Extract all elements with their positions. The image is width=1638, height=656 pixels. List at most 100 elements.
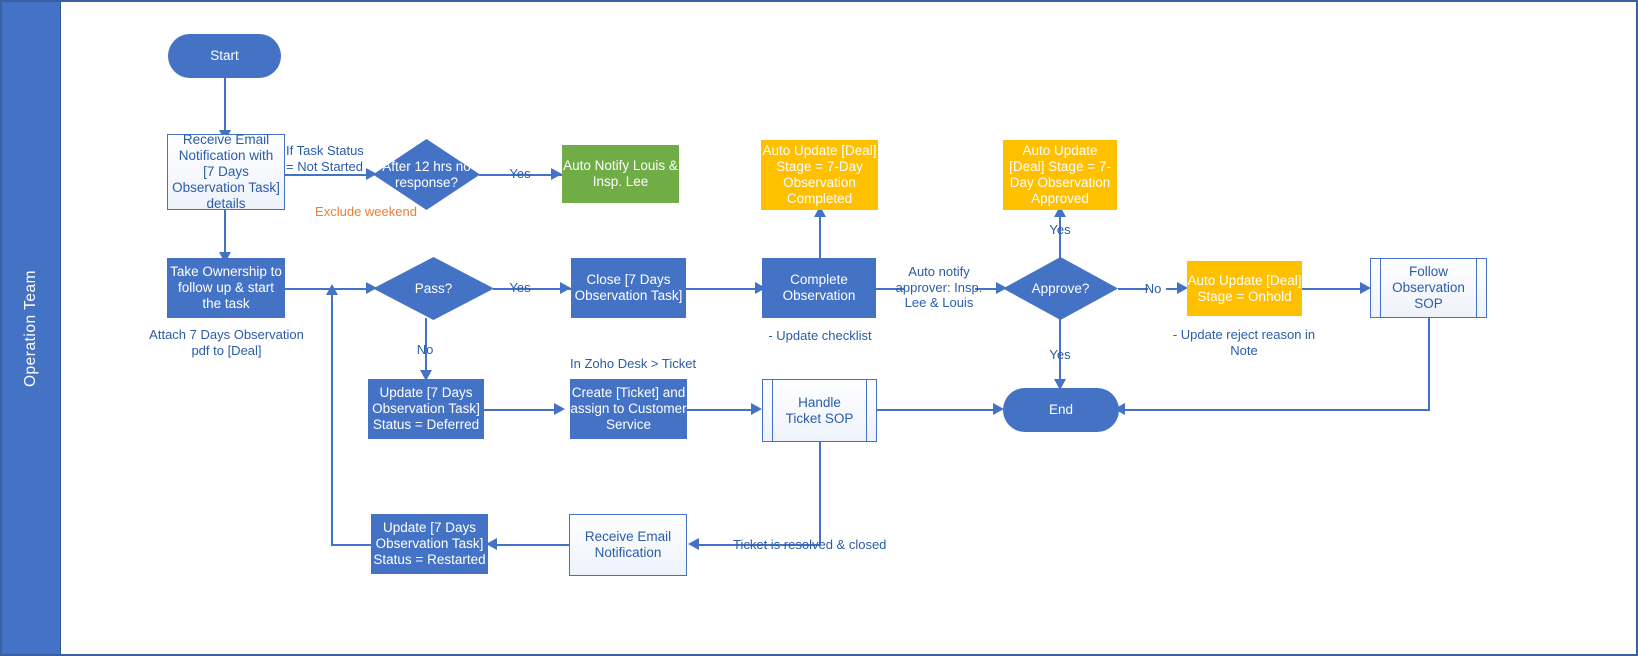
node-receive-email-task-label: Receive Email Notification with [7 Days …	[172, 132, 280, 211]
connector-receive-to-12hrs	[284, 174, 373, 176]
node-take-ownership-label: Take Ownership to follow up & start the …	[170, 264, 282, 311]
node-handle-ticket-sop-label: Handle Ticket SOP	[785, 394, 854, 426]
node-create-ticket[interactable]: Create [Ticket] and assign to Customer S…	[570, 379, 687, 439]
connector-close-to-complete	[686, 288, 762, 290]
arrowhead-deferred-to-ticket	[554, 403, 565, 415]
connector-approve-to-approved	[1059, 210, 1061, 260]
label-auto-notify-approver: Auto notify approver: Insp. Lee & Louis	[895, 264, 983, 311]
connector-deferred-to-ticket	[484, 409, 562, 411]
arrowhead-pass-to-close	[560, 282, 571, 294]
node-approve-label: Approve?	[1031, 280, 1090, 296]
label-update-reject-reason: - Update reject reason in Note	[1172, 327, 1316, 358]
node-update-deferred[interactable]: Update [7 Days Observation Task] Status …	[368, 379, 484, 439]
node-auto-notify[interactable]: Auto Notify Louis & Insp. Lee	[562, 145, 679, 203]
label-no-approve: No	[1144, 281, 1162, 296]
arrowhead-receive-to-12hrs	[366, 168, 377, 180]
arrowhead-close-to-complete	[755, 282, 766, 294]
label-yes-approve-up: Yes	[1049, 222, 1071, 237]
node-auto-update-approved-label: Auto Update [Deal] Stage = 7-Day Observa…	[1009, 143, 1111, 206]
label-update-checklist: - Update checklist	[768, 328, 872, 343]
arrowhead-12hrs-to-notify	[551, 168, 562, 180]
label-in-zoho-desk: In Zoho Desk > Ticket	[570, 356, 697, 371]
connector-restarted-left	[331, 544, 376, 546]
label-attach-pdf: Attach 7 Days Observation pdf to [Deal]	[149, 327, 304, 358]
node-auto-update-completed-label: Auto Update [Deal] Stage = 7-Day Observa…	[762, 143, 877, 206]
node-handle-ticket-sop[interactable]: Handle Ticket SOP	[762, 379, 877, 442]
connector-pass-no-down	[425, 318, 427, 374]
arrowhead-sop-to-end	[1114, 403, 1125, 415]
label-exclude-weekend: Exclude weekend	[315, 204, 417, 219]
connector-complete-to-approve-b	[975, 288, 1003, 290]
connector-restarted-up	[331, 289, 333, 545]
arrowhead-ticket-to-handlesop	[751, 403, 762, 415]
arrowhead-ownership-to-pass	[366, 282, 377, 294]
connector-onhold-to-sop	[1302, 288, 1366, 290]
node-update-restarted-label: Update [7 Days Observation Task] Status …	[373, 520, 486, 567]
arrowhead-approve-to-approved	[1054, 206, 1066, 217]
swimlane-title: Operation Team	[22, 269, 39, 387]
node-follow-observation-sop-label: Follow Observation SOP	[1392, 264, 1465, 311]
arrowhead-approve-to-onhold	[1177, 282, 1188, 294]
connector-sop-down	[1428, 318, 1430, 410]
label-if-task-status: If Task Status = Not Started	[286, 143, 364, 174]
node-create-ticket-label: Create [Ticket] and assign to Customer S…	[570, 385, 687, 432]
node-auto-update-onhold[interactable]: Auto Update [Deal] Stage = Onhold	[1187, 261, 1302, 316]
arrowhead-handlesop-to-end	[993, 403, 1004, 415]
node-auto-update-approved[interactable]: Auto Update [Deal] Stage = 7-Day Observa…	[1003, 140, 1117, 210]
node-start[interactable]: Start	[168, 34, 281, 78]
node-end-label: End	[1048, 402, 1074, 418]
label-yes-pass: Yes	[509, 280, 531, 295]
connector-approve-to-end	[1059, 317, 1061, 383]
connector-receiveemail-to-restarted	[491, 544, 569, 546]
label-yes-approve-down: Yes	[1049, 347, 1071, 362]
node-receive-email-notification[interactable]: Receive Email Notification	[569, 514, 687, 576]
connector-pass-to-close	[493, 288, 571, 290]
node-complete-observation-label: Complete Observation	[782, 272, 856, 303]
connector-handlesop-to-end	[877, 409, 1000, 411]
connector-ticket-to-handlesop	[687, 409, 758, 411]
connector-complete-to-autoupdate	[819, 210, 821, 260]
connector-complete-to-approve-a	[876, 288, 904, 290]
arrowhead-complete-to-autoupdate	[814, 206, 826, 217]
connector-sop-to-end	[1119, 409, 1430, 411]
node-auto-update-completed[interactable]: Auto Update [Deal] Stage = 7-Day Observa…	[761, 140, 878, 210]
node-update-restarted[interactable]: Update [7 Days Observation Task] Status …	[371, 514, 488, 574]
node-complete-observation[interactable]: Complete Observation	[762, 258, 876, 318]
label-no-pass: No	[416, 342, 434, 357]
connector-handlesop-down	[819, 442, 821, 545]
node-update-deferred-label: Update [7 Days Observation Task] Status …	[372, 385, 480, 432]
node-follow-observation-sop[interactable]: Follow Observation SOP	[1370, 258, 1487, 318]
arrowhead-receiveemail-to-restarted	[486, 538, 497, 550]
node-after-12hrs-label: After 12 hrs no response?	[382, 158, 471, 190]
node-close-task[interactable]: Close [7 Days Observation Task]	[571, 258, 686, 318]
label-ticket-resolved: Ticket is resolved & closed	[733, 537, 887, 552]
connector-resolved-to-receive-email	[693, 544, 820, 546]
arrowhead-receive-to-ownership	[219, 252, 231, 263]
arrowhead-onhold-to-sop	[1360, 282, 1371, 294]
node-take-ownership[interactable]: Take Ownership to follow up & start the …	[167, 258, 285, 318]
swimlane-header-operation-team: Operation Team	[2, 2, 61, 654]
connector-approve-to-onhold-b	[1166, 288, 1183, 290]
arrowhead-resolved-to-receive-email	[688, 538, 699, 550]
arrowhead-restarted-up	[326, 284, 338, 295]
connector-12hrs-to-notify	[479, 174, 562, 176]
node-close-task-label: Close [7 Days Observation Task]	[574, 272, 683, 303]
node-start-label: Start	[210, 48, 239, 64]
node-auto-notify-label: Auto Notify Louis & Insp. Lee	[563, 158, 678, 189]
node-receive-email-notification-label: Receive Email Notification	[584, 529, 672, 560]
node-receive-email-task[interactable]: Receive Email Notification with [7 Days …	[167, 132, 285, 211]
node-auto-update-onhold-label: Auto Update [Deal] Stage = Onhold	[1187, 272, 1302, 304]
label-yes-12hrs: Yes	[509, 166, 531, 181]
connector-approve-to-onhold-a	[1118, 288, 1148, 290]
connector-start-to-receive	[224, 78, 226, 134]
arrowhead-approve-to-end	[1054, 379, 1066, 390]
node-approve-decision[interactable]: Approve?	[1003, 257, 1118, 320]
node-pass-decision[interactable]: Pass?	[373, 257, 494, 320]
node-end[interactable]: End	[1003, 388, 1119, 432]
node-after-12hrs-decision[interactable]: After 12 hrs no response?	[373, 139, 480, 210]
arrowhead-complete-to-approve	[996, 282, 1007, 294]
node-pass-label: Pass?	[414, 280, 453, 296]
connector-receive-to-ownership	[224, 210, 226, 258]
